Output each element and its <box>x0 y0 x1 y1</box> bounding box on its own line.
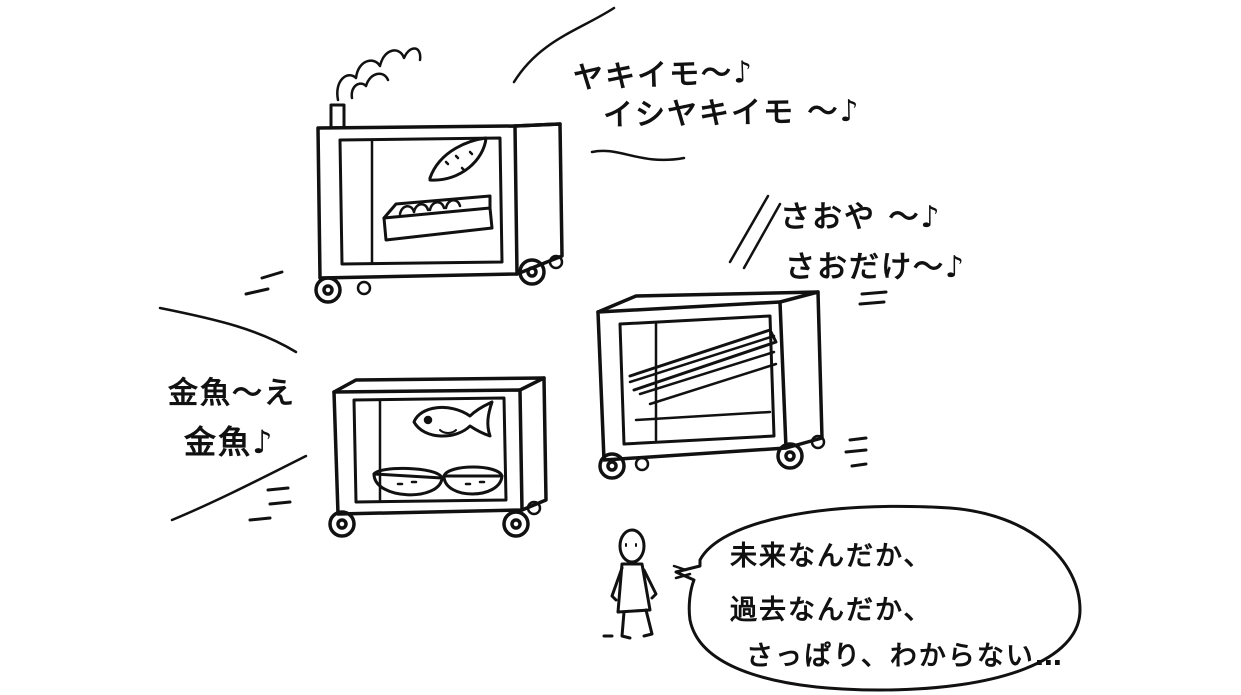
person-head <box>618 528 646 564</box>
bamboo-poles <box>628 328 778 392</box>
goldfish-cart <box>158 306 548 538</box>
kingyo-call-line2: 金魚♪ <box>184 423 275 461</box>
goldfish-tub <box>372 472 444 497</box>
speech-text-line2: 過去なんだか、 <box>730 595 933 626</box>
speech-bubble <box>674 504 1082 692</box>
saoya-call-line1: さおや 〜♪ <box>780 200 942 235</box>
smoke <box>336 47 422 102</box>
goldfish-shape <box>412 400 494 438</box>
sweet-potato-shape <box>428 136 488 182</box>
sweet-potato-cart <box>244 6 686 304</box>
kingyo-call-line1: 金魚〜え <box>168 376 296 411</box>
speech-text-line1: 未来なんだか、 <box>730 541 933 572</box>
pole-seller-cart <box>596 194 888 480</box>
yakiimo-call-line2: イシヤキイモ 〜♪ <box>602 93 861 134</box>
saoya-call-line2: さおだけ〜♪ <box>785 250 967 285</box>
speech-text-line3: さっぱり、わからない… <box>746 641 1064 672</box>
person-figure <box>602 528 692 640</box>
